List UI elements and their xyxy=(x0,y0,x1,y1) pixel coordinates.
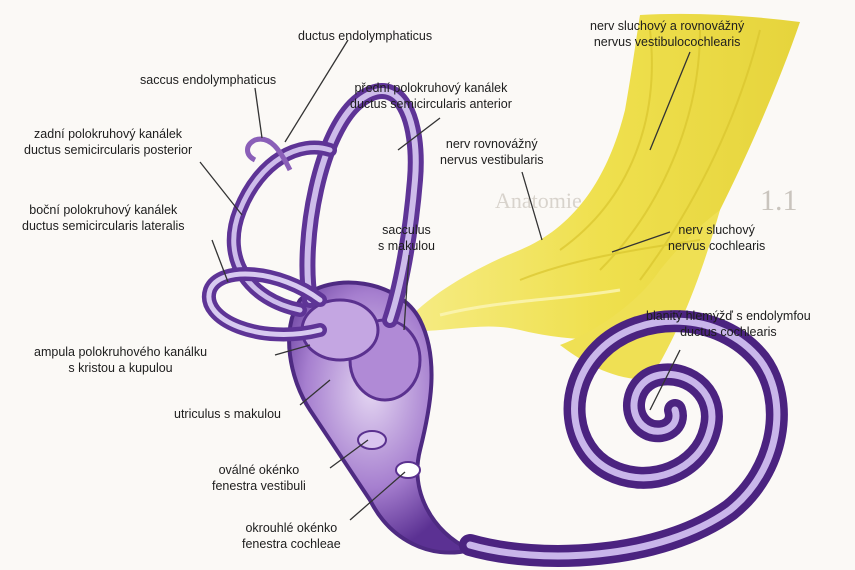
label-canal-anterior: přední polokruhový kanálek ductus semici… xyxy=(350,80,512,112)
label-saccus-endolymphaticus: saccus endolymphaticus xyxy=(140,72,276,88)
label-ampulla: ampula polokruhového kanálku s kristou a… xyxy=(34,344,207,376)
label-canal-posterior: zadní polokruhový kanálek ductus semicir… xyxy=(24,126,192,158)
label-round-window: okrouhlé okénko fenestra cochleae xyxy=(242,520,341,552)
label-oval-window: oválné okénko fenestra vestibuli xyxy=(212,462,306,494)
oval-window-shape xyxy=(358,431,386,449)
label-sacculus: sacculus s makulou xyxy=(378,222,435,254)
label-nerve-cochlearis: nerv sluchový nervus cochlearis xyxy=(668,222,765,254)
label-utriculus: utriculus s makulou xyxy=(174,406,281,422)
label-nerve-vestibulocochlearis: nerv sluchový a rovnovážný nervus vestib… xyxy=(590,18,744,50)
label-canal-lateral: boční polokruhový kanálek ductus semicir… xyxy=(22,202,185,234)
label-cochlea: blanitý hlemýžď s endolymfou ductus coch… xyxy=(646,308,811,340)
label-ductus-endolymphaticus: ductus endolymphaticus xyxy=(298,28,432,44)
round-window-shape xyxy=(396,462,420,478)
label-nerve-vestibularis: nerv rovnovážný nervus vestibularis xyxy=(440,136,544,168)
